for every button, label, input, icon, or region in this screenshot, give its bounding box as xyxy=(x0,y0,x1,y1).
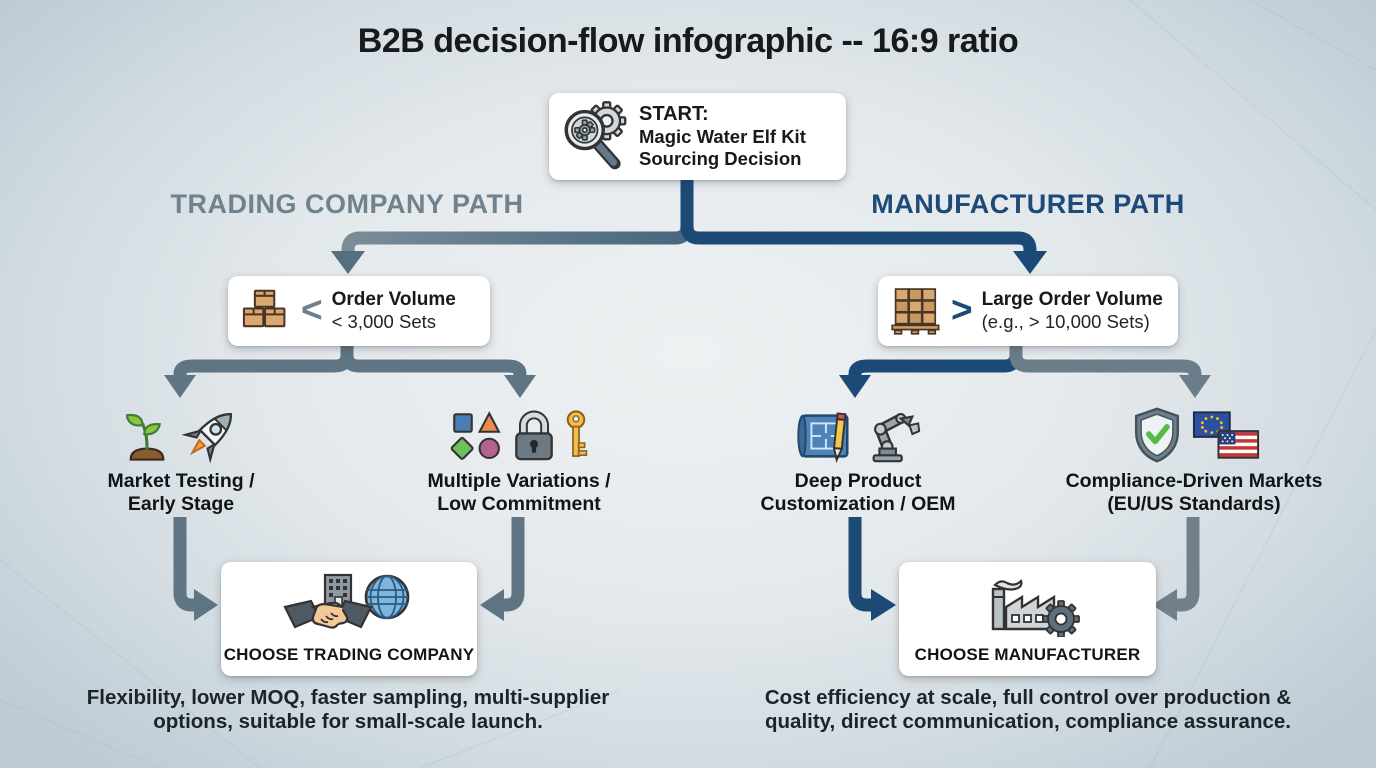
page-title: B2B decision-flow infographic -- 16:9 ra… xyxy=(357,22,1019,60)
arrow-to-market-testing xyxy=(173,346,354,377)
trading-benefits-line1: Flexibility, lower MOQ, faster sampling,… xyxy=(86,686,610,709)
start-line3: Sourcing Decision xyxy=(639,148,802,170)
market-testing-node: Market Testing / Early Stage xyxy=(66,400,296,517)
magnifier-gear-icon xyxy=(557,100,631,174)
market-testing-label-line2: Early Stage xyxy=(127,493,235,516)
eu-us-flags-icon xyxy=(1192,404,1260,466)
shield-check-icon xyxy=(1128,404,1186,466)
deep-customization-node: Deep Product Customization / OEM xyxy=(735,400,981,517)
deep-customization-label-line1: Deep Product xyxy=(794,470,922,492)
arrow-market-to-choose-trading xyxy=(173,517,196,612)
trading-path-label: TRADING COMPANY PATH xyxy=(170,189,524,219)
choose-trading-company-label: CHOOSE TRADING COMPANY xyxy=(223,645,475,664)
padlock-icon xyxy=(511,408,557,466)
rocket-icon xyxy=(182,402,244,466)
multiple-variations-label-line1: Multiple Variations / xyxy=(427,470,611,492)
shapes-icon xyxy=(449,408,505,466)
arrow-to-multiple-variations xyxy=(340,346,527,377)
robot-arm-icon xyxy=(862,404,924,466)
compliance-markets-label-line1: Compliance-Driven Markets xyxy=(1065,470,1323,492)
start-line2: Magic Water Elf Kit xyxy=(639,126,806,148)
cardboard-boxes-icon xyxy=(238,284,292,338)
choose-manufacturer-node: CHOOSE MANUFACTURER xyxy=(899,562,1156,676)
deep-customization-label-line2: Customization / OEM xyxy=(760,493,956,516)
market-testing-label-line1: Market Testing / xyxy=(107,470,255,492)
choose-trading-company-node: CHOOSE TRADING COMPANY xyxy=(221,562,477,676)
trading-benefits-line2: options, suitable for small-scale launch… xyxy=(153,710,543,734)
order-volume-title: Order Volume xyxy=(331,289,456,311)
greater-than-symbol: > xyxy=(951,288,973,330)
arrow-variations-to-choose-trading xyxy=(502,517,525,612)
multiple-variations-node: Multiple Variations / Low Commitment xyxy=(396,400,642,517)
sprout-icon xyxy=(118,406,176,466)
order-volume-subtitle: < 3,000 Sets xyxy=(331,311,437,333)
key-icon xyxy=(563,408,589,466)
manufacturer-benefits-line2: quality, direct communication, complianc… xyxy=(765,710,1291,734)
less-than-symbol: < xyxy=(301,288,323,330)
start-title: START: xyxy=(639,102,709,125)
large-order-volume-subtitle: (e.g., > 10,000 Sets) xyxy=(981,311,1150,333)
pallet-boxes-icon xyxy=(888,284,942,338)
arrow-to-compliance-markets xyxy=(1009,346,1202,377)
arrow-to-deep-customization xyxy=(848,346,1023,377)
trading-benefits-text: Flexibility, lower MOQ, faster sampling,… xyxy=(48,686,648,734)
large-order-volume-node: > Large Order Volume (e.g., > 10,000 Set… xyxy=(878,276,1178,346)
blueprint-pencil-icon xyxy=(792,404,856,466)
manufacturer-benefits-text: Cost efficiency at scale, full control o… xyxy=(728,686,1328,734)
handshake-globe-icon xyxy=(283,573,415,637)
arrow-compliance-to-choose-manufacturer xyxy=(1175,517,1200,612)
arrow-deep-to-choose-manufacturer xyxy=(848,517,873,612)
multiple-variations-label-line2: Low Commitment xyxy=(437,493,601,516)
large-order-volume-title: Large Order Volume xyxy=(981,289,1163,311)
order-volume-node: < Order Volume < 3,000 Sets xyxy=(228,276,490,346)
compliance-markets-node: Compliance-Driven Markets (EU/US Standar… xyxy=(1058,400,1330,517)
compliance-markets-label-line2: (EU/US Standards) xyxy=(1107,493,1281,516)
factory-gear-icon xyxy=(973,573,1083,637)
start-node: START: Magic Water Elf Kit Sourcing Deci… xyxy=(549,93,846,180)
manufacturer-path-label: MANUFACTURER PATH xyxy=(871,189,1185,219)
manufacturer-benefits-line1: Cost efficiency at scale, full control o… xyxy=(764,686,1292,709)
arrow-start-to-manufacturer xyxy=(680,180,1037,253)
choose-manufacturer-label: CHOOSE MANUFACTURER xyxy=(914,645,1141,664)
